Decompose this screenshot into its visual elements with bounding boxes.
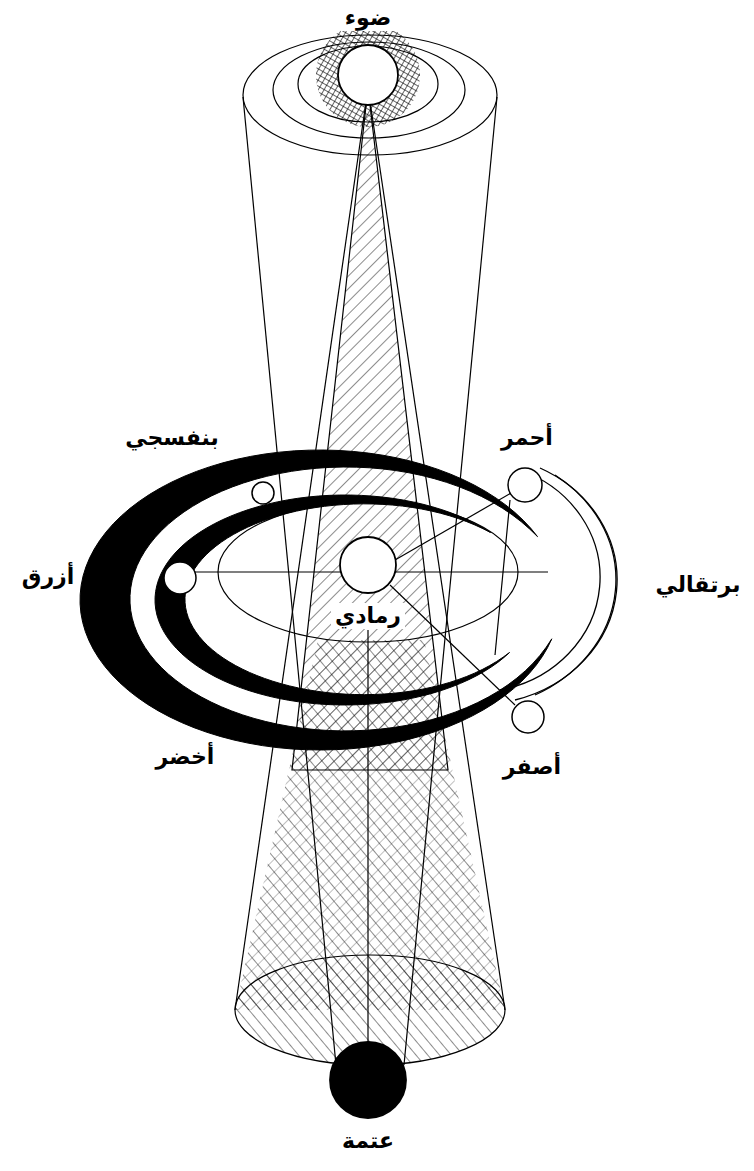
orange-arc (515, 468, 617, 700)
green-label: أخضر (152, 744, 219, 770)
cone-line (235, 88, 368, 1010)
orange-arc (535, 475, 616, 695)
darkness-circle (330, 1042, 406, 1118)
node-label: عتمة (338, 1128, 398, 1154)
light-circle (338, 45, 398, 105)
horizon-line (172, 571, 548, 572)
ray-line (495, 500, 510, 655)
yellow-label: أصفر (499, 754, 565, 780)
cone-line (368, 88, 505, 1010)
node-label: رمادي (331, 603, 405, 629)
blue-circle (164, 562, 196, 594)
orange-label: برتقالي (652, 572, 745, 598)
spiral-band (80, 450, 552, 750)
red-circle (508, 468, 542, 502)
yellow-circle (512, 701, 544, 733)
node-shape (338, 535, 398, 595)
orange-arc (500, 470, 600, 690)
axis-line (367, 630, 368, 1045)
violet-label: بنفسجي (121, 425, 223, 451)
cylinder-line (404, 97, 497, 1065)
blue-label: أزرق (18, 564, 79, 590)
node-shape (328, 1040, 408, 1120)
darkness-circle: عتمة (328, 1040, 408, 1154)
gray-circle: رمادي (331, 535, 405, 629)
cylinder-line (243, 97, 336, 1065)
gray-circle (340, 537, 396, 593)
violet-circle (252, 482, 274, 504)
node-shape (336, 43, 400, 107)
node-label: ضوء (341, 5, 395, 31)
spiral-band (155, 495, 509, 705)
light-circle: ضوء (336, 5, 400, 107)
red-label: أحمر (497, 425, 557, 451)
